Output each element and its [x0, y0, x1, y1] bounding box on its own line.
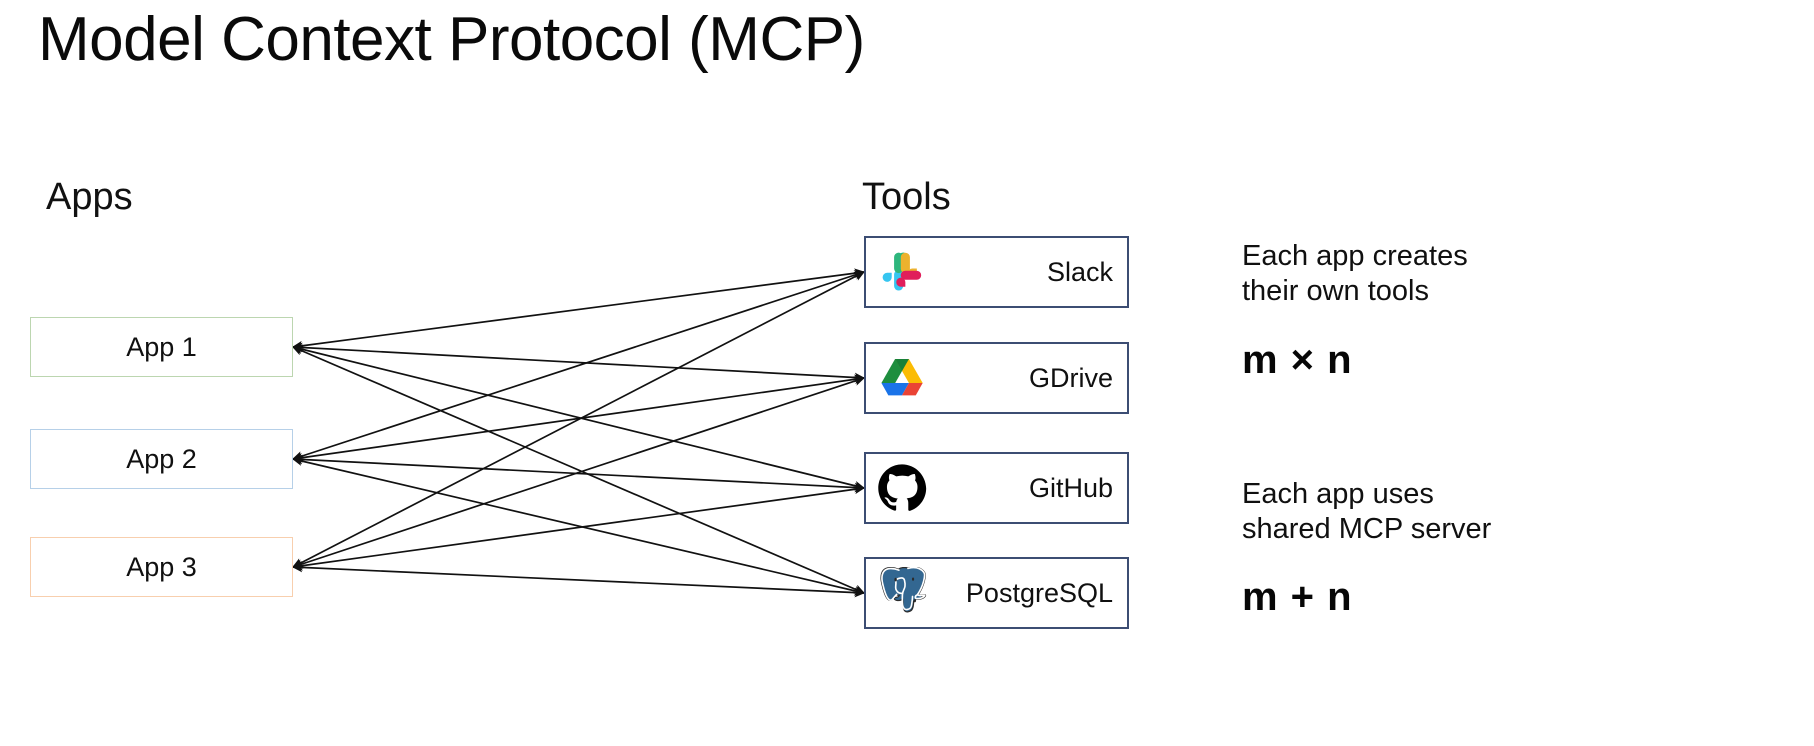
github-logo-icon: [878, 464, 927, 511]
connection-arrow: [291, 484, 866, 571]
postgresql-logo-icon: [880, 567, 927, 613]
tool-box-postgresql[interactable]: PostgreSQL: [864, 557, 1129, 629]
connection-arrow: [291, 344, 866, 491]
google-drive-logo-icon: [881, 359, 923, 396]
formula-m-plus-n: m + n: [1242, 575, 1353, 619]
tool-box-slack[interactable]: Slack: [864, 236, 1129, 308]
connection-arrow: [291, 376, 866, 569]
slack-logo-icon: [882, 252, 922, 291]
app-box-app-2[interactable]: App 2: [30, 429, 293, 489]
annotation-text-mplusn: Each app uses shared MCP server: [1242, 478, 1492, 546]
connection-arrow: [291, 268, 866, 351]
connection-arrow: [291, 456, 866, 596]
page-title: Model Context Protocol (MCP): [38, 5, 865, 74]
connection-arrow: [291, 346, 866, 594]
connection-arrow: [291, 562, 866, 598]
app-box-label: App 3: [126, 551, 197, 582]
connection-arrow: [291, 454, 866, 493]
app-box-app-1[interactable]: App 1: [30, 317, 293, 377]
app-box-label: App 1: [126, 331, 197, 362]
apps-column-header: Apps: [46, 176, 133, 218]
annotation-text-mxn: Each app creates their own tools: [1242, 240, 1468, 308]
tool-box-label: Slack: [1046, 256, 1113, 287]
tool-box-label: GitHub: [1028, 472, 1113, 503]
connection-arrow: [291, 374, 866, 463]
tool-box-github[interactable]: GitHub: [864, 452, 1129, 524]
connection-arrow: [291, 270, 866, 461]
formula-m-times-n: m × n: [1242, 338, 1353, 382]
app-box-label: App 2: [126, 443, 197, 474]
tools-column-header: Tools: [862, 176, 951, 218]
tool-box-label: GDrive: [1028, 362, 1113, 393]
app-box-app-3[interactable]: App 3: [30, 537, 293, 597]
tool-box-gdrive[interactable]: GDrive: [864, 342, 1129, 414]
connection-arrow: [291, 342, 866, 383]
connection-arrow: [292, 271, 865, 568]
tool-box-label: PostgreSQL: [965, 577, 1113, 608]
